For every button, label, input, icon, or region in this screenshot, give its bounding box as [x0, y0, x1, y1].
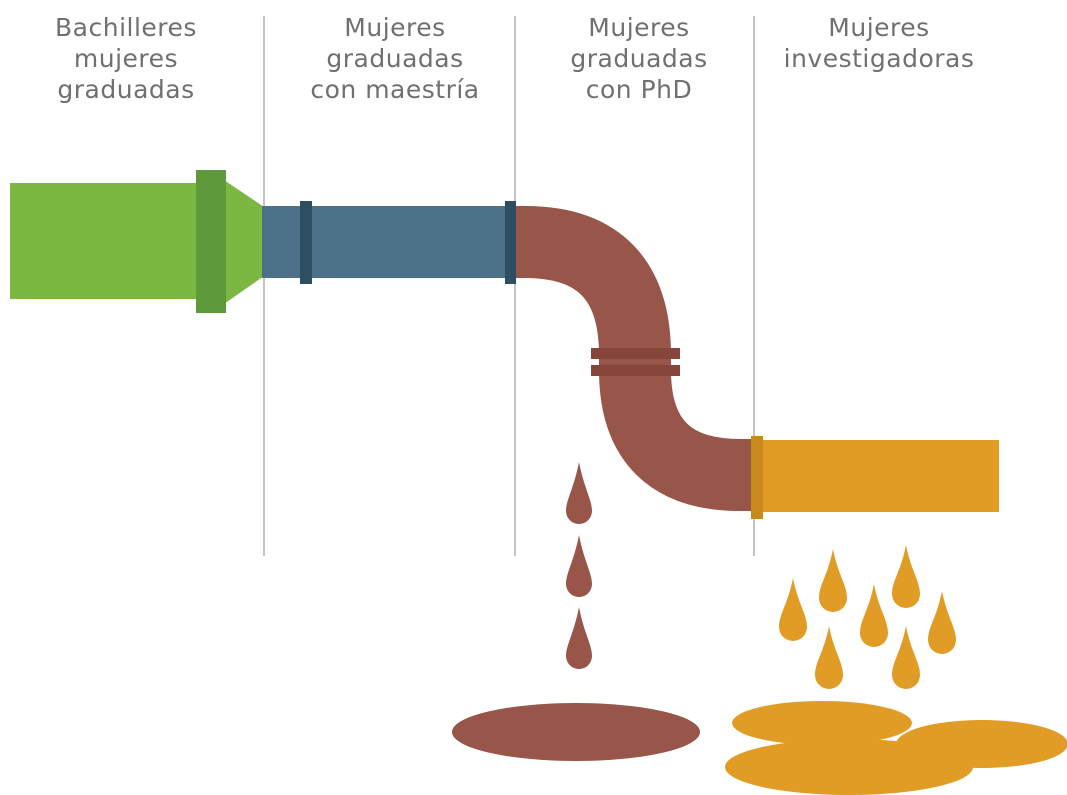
- stage-label-phd: Mujeres graduadas con PhD: [570, 13, 708, 104]
- orange-puddle-top: [732, 701, 912, 745]
- pipe-green-flange: [196, 170, 226, 313]
- orange-puddle: [725, 701, 1067, 795]
- pipe-bachilleres: [10, 170, 264, 313]
- red-drop-1: [566, 462, 592, 524]
- stage-label-bachilleres: Bachilleres mujeres graduadas: [55, 13, 197, 104]
- pipe-red-joint-bottom: [591, 365, 680, 376]
- pipe-maestria: [262, 201, 516, 284]
- pipe-orange-ring: [751, 436, 763, 519]
- pipe-blue-ring-left: [300, 201, 312, 284]
- pipe-investigadoras: [751, 436, 999, 519]
- pipe-green-body: [10, 183, 198, 299]
- red-puddle: [452, 703, 700, 761]
- pipe-phd: [516, 206, 757, 511]
- orange-drop-3: [860, 584, 888, 647]
- red-drop-3: [566, 607, 592, 669]
- pipe-orange-body: [756, 440, 999, 512]
- pipe-blue-body: [262, 206, 515, 278]
- orange-drops: [779, 545, 956, 689]
- orange-drop-7: [892, 626, 920, 689]
- orange-drop-5: [928, 591, 956, 654]
- orange-drop-6: [815, 626, 843, 689]
- red-drop-2: [566, 535, 592, 597]
- orange-drop-2: [819, 549, 847, 612]
- orange-drop-1: [779, 578, 807, 641]
- stage-label-investigadoras: Mujeres investigadoras: [783, 13, 975, 73]
- red-drops: [566, 462, 592, 669]
- orange-puddle-main: [725, 739, 973, 795]
- pipe-green-cone: [224, 180, 264, 304]
- pipe-red-joint-top: [591, 348, 680, 359]
- pipe-blue-ring-right: [505, 201, 516, 284]
- stage-label-maestria: Mujeres graduadas con maestría: [310, 13, 480, 104]
- orange-drop-4: [892, 545, 920, 608]
